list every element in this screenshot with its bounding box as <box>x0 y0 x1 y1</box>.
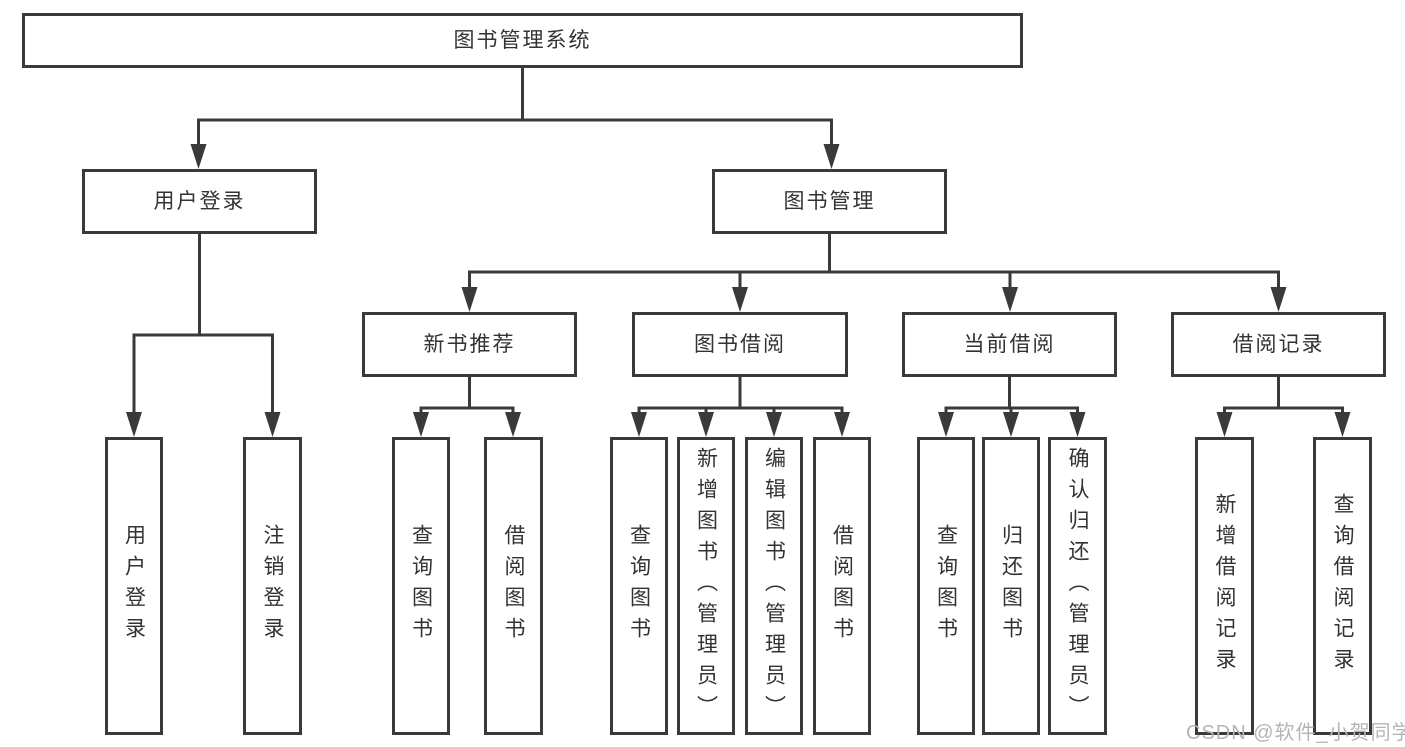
node-current-borrow: 当前借阅 <box>902 312 1117 377</box>
connector-book-management-to-level3 <box>468 233 1280 290</box>
node-leaf-logout: 注销登录 <box>243 437 302 735</box>
node-leaf-query-borrow-record: 查询借阅记录 <box>1313 437 1372 735</box>
node-leaf-confirm-return-admin: 确认归还（管理员） <box>1048 437 1107 735</box>
connector-root-to-level2 <box>197 68 833 146</box>
connector-current-borrow-to-leaves <box>944 377 1079 414</box>
node-leaf-query-books-recommend: 查询图书 <box>392 437 450 735</box>
node-book-management: 图书管理 <box>712 169 947 234</box>
node-new-book-recommend: 新书推荐 <box>362 312 577 377</box>
node-book-borrow: 图书借阅 <box>632 312 848 377</box>
node-library-management-system: 图书管理系统 <box>22 13 1023 68</box>
node-leaf-borrow-books-recommend: 借阅图书 <box>484 437 543 735</box>
node-leaf-user-login: 用户登录 <box>105 437 163 735</box>
arrowhead-glyphs <box>126 144 1351 437</box>
node-leaf-query-books-current: 查询图书 <box>917 437 975 735</box>
node-borrow-record: 借阅记录 <box>1171 312 1386 377</box>
node-leaf-add-borrow-record: 新增借阅记录 <box>1195 437 1254 735</box>
node-leaf-return-book: 归还图书 <box>982 437 1040 735</box>
connector-new-book-recommend-to-leaves <box>419 377 515 414</box>
connector-book-borrow-to-leaves <box>637 377 844 414</box>
node-user-login: 用户登录 <box>82 169 317 234</box>
node-leaf-edit-book-admin: 编辑图书（管理员） <box>745 437 803 735</box>
node-leaf-borrow-books-borrow: 借阅图书 <box>813 437 871 735</box>
node-leaf-add-book-admin: 新增图书（管理员） <box>677 437 735 735</box>
connector-borrow-record-to-leaves <box>1223 377 1344 414</box>
node-leaf-query-books-borrow: 查询图书 <box>610 437 668 735</box>
watermark-text: CSDN @软件_小贺同学 <box>1186 722 1405 744</box>
connector-user-login-to-leaves <box>132 233 274 414</box>
